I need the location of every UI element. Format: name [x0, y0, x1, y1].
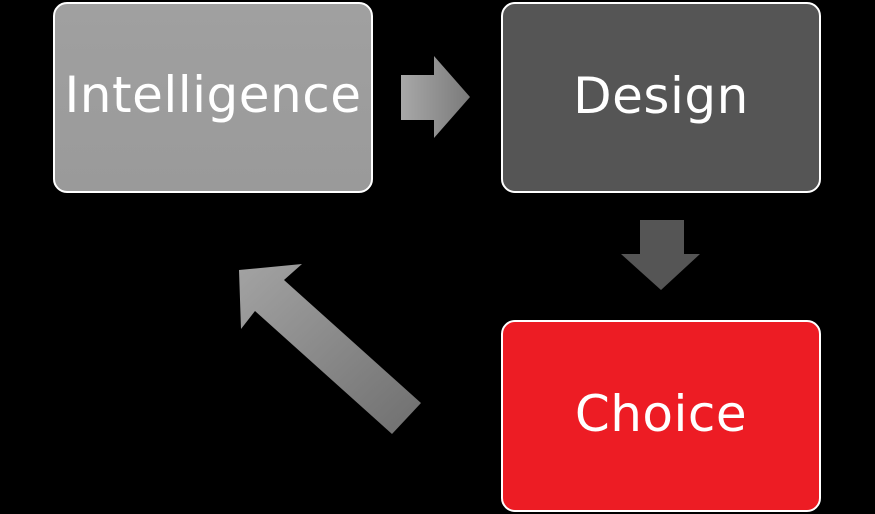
node-choice-label: Choice — [574, 385, 748, 443]
arrow-intelligence-to-design — [401, 56, 470, 138]
arrow-design-to-choice — [621, 220, 700, 290]
node-intelligence-label: Intelligence — [64, 65, 362, 124]
node-design: Design — [501, 2, 821, 193]
arrow-choice-to-intelligence — [239, 264, 421, 434]
node-intelligence: Intelligence — [53, 2, 373, 193]
node-design-label: Design — [573, 66, 749, 125]
node-choice: Choice — [501, 320, 821, 512]
